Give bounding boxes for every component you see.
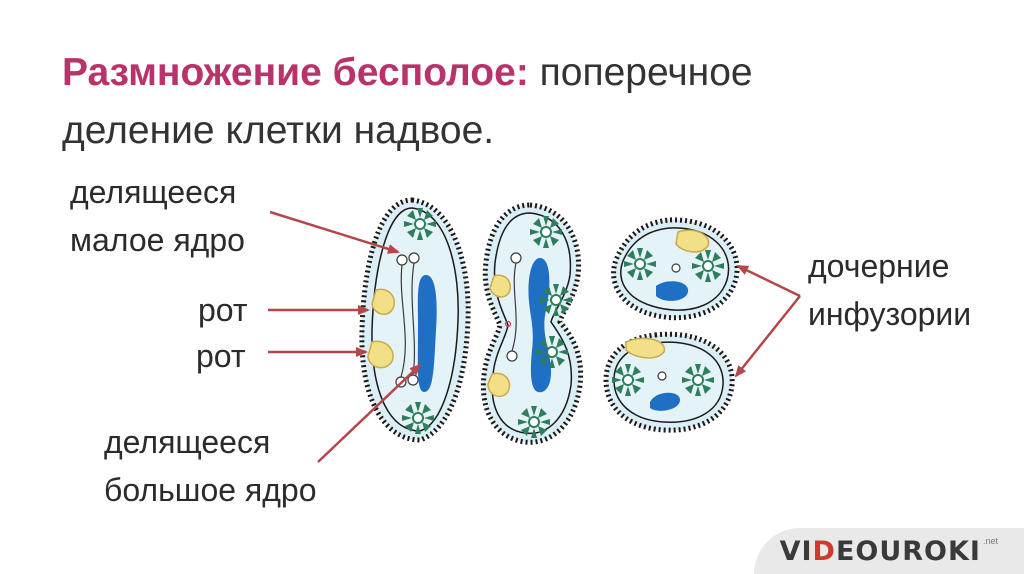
watermark-text: VIDEOUROKI: [780, 536, 981, 567]
mouth-icon: [489, 274, 512, 298]
large-nucleus-icon: [656, 281, 689, 301]
label-line: делящееся: [104, 424, 271, 460]
mouth-icon: [625, 337, 666, 359]
title-rest: поперечное: [528, 51, 753, 94]
arrow-daughter-bottom: [734, 295, 801, 378]
label-dividing-small-nucleus: делящееся малое ядро: [70, 168, 245, 264]
label-arrows: [268, 210, 801, 463]
watermark-part: EOUROKI: [835, 535, 981, 567]
daughter-cell-top: [611, 217, 740, 321]
watermark-accent: D: [812, 535, 836, 567]
large-nucleus-icon: [417, 275, 437, 392]
mouth-icon: [371, 288, 396, 315]
mouth-icon: [675, 229, 710, 253]
label-mouth-2: рот: [196, 338, 246, 374]
label-line: большое ядро: [104, 472, 317, 508]
label-line: делящееся: [70, 174, 237, 210]
slide-title: Размножение бесполое: поперечное деление…: [62, 44, 962, 160]
videouroki-watermark: VIDEOUROKI .net: [754, 528, 1024, 574]
title-highlight: Размножение бесполое: [62, 51, 516, 94]
label-line: инфузории: [808, 296, 972, 332]
label-daughter-ciliates: дочерние инфузории: [808, 242, 971, 338]
arrow-large-nucleus: [317, 363, 422, 463]
arrow-small-nucleus: [269, 210, 400, 254]
dividing-cell-late: [480, 202, 584, 445]
label-mouth-1: рот: [198, 292, 248, 328]
dividing-cell-early: [359, 197, 471, 443]
watermark-suffix: .net: [982, 536, 998, 546]
large-nucleus-icon: [650, 392, 680, 411]
label-dividing-large-nucleus: делящееся большое ядро: [104, 418, 317, 514]
label-line: малое ядро: [70, 222, 245, 258]
label-line: дочерние: [808, 248, 950, 284]
arrow-daughter-top: [736, 264, 801, 298]
title-line-2: деление клетки надвое.: [62, 109, 495, 152]
watermark-part: VI: [779, 535, 813, 567]
daughter-cell-bottom: [603, 331, 735, 433]
mouth-icon: [367, 340, 394, 369]
mouth-icon: [487, 372, 511, 398]
title-colon: :: [515, 51, 529, 94]
